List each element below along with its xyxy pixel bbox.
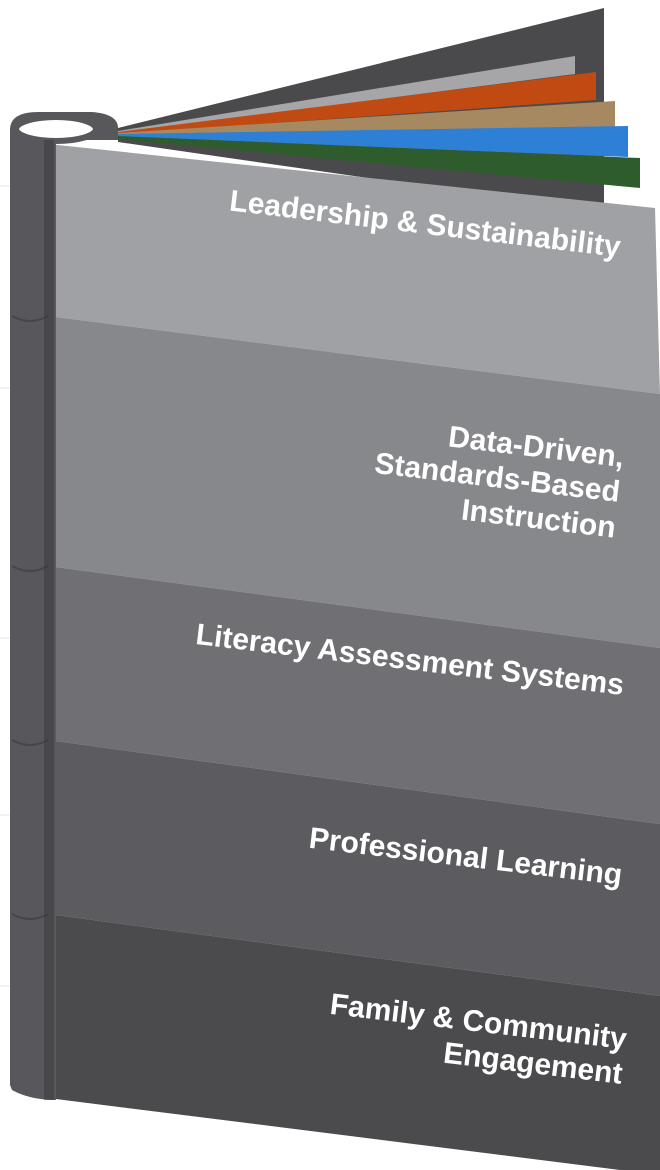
- page-edge-5: [118, 136, 640, 188]
- band-professional-learning: [48, 740, 660, 996]
- band-literacy-assessment: [48, 566, 660, 824]
- band-data-driven: [48, 316, 660, 648]
- spine-segments: [11, 315, 49, 920]
- band-leadership: [48, 144, 660, 394]
- page-edges: [118, 56, 640, 188]
- page-edge-1: [118, 56, 575, 133]
- spine-edge: [44, 140, 54, 1100]
- front-cover: [48, 144, 660, 1170]
- band-family-community: [48, 914, 660, 1170]
- spine-curl: [13, 114, 99, 144]
- page-edge-4: [118, 126, 628, 157]
- book-spine: [10, 112, 118, 1100]
- spine-body: [10, 112, 118, 1100]
- page-edge-2: [118, 72, 596, 134]
- page-edge-3: [118, 101, 615, 135]
